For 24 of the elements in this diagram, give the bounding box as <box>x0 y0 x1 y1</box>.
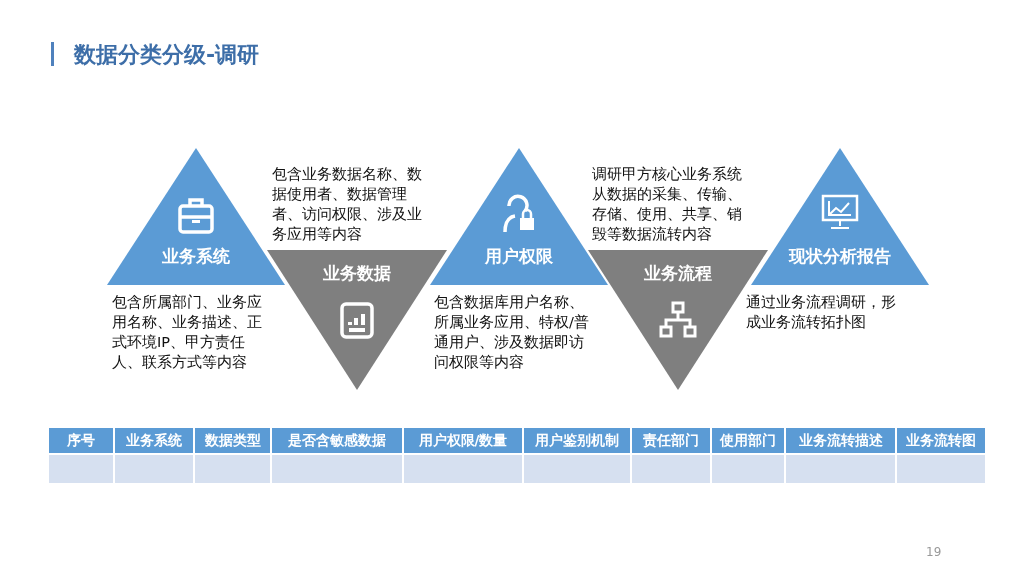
header-cell: 是否含敏感数据 <box>271 427 403 454</box>
triangle <box>751 148 929 285</box>
header-cell: 业务流转描述 <box>785 427 896 454</box>
description-text: 调研甲方核心业务系统从数据的采集、传输、存储、使用、共享、销毁等数据流转内容 <box>592 165 743 244</box>
header-cell: 责任部门 <box>631 427 711 454</box>
page-number: 19 <box>926 545 942 559</box>
triangle-title: 业务数据 <box>322 262 392 285</box>
header-cell: 业务流转图 <box>896 427 986 454</box>
description-text: 包含数据库用户名称、所属业务应用、特权/普通用户、涉及数据即访问权限等内容 <box>434 293 590 372</box>
header-cell: 用户权限/数量 <box>403 427 523 454</box>
description-text: 包含所属部门、业务应用名称、业务描述、正式环境IP、甲方责任人、联系方式等内容 <box>112 293 263 372</box>
header-cell: 使用部门 <box>711 427 785 454</box>
description-text: 通过业务流程调研，形成业务流转拓扑图 <box>746 293 897 332</box>
description-text: 包含业务数据名称、数据使用者、数据管理者、访问权限、涉及业务应用等内容 <box>272 165 423 244</box>
triangle-title: 用户权限 <box>484 245 554 268</box>
header-cell: 数据类型 <box>194 427 271 454</box>
triangle-title: 业务流程 <box>643 262 713 285</box>
header-cell: 用户鉴别机制 <box>523 427 631 454</box>
header-cell: 业务系统 <box>114 427 194 454</box>
triangle-title: 现状分析报告 <box>787 245 892 268</box>
slide-title: 数据分类分级-调研 <box>74 41 260 69</box>
triangle-title: 业务系统 <box>161 245 231 268</box>
header-cell: 序号 <box>48 427 114 454</box>
triangle <box>430 148 608 285</box>
